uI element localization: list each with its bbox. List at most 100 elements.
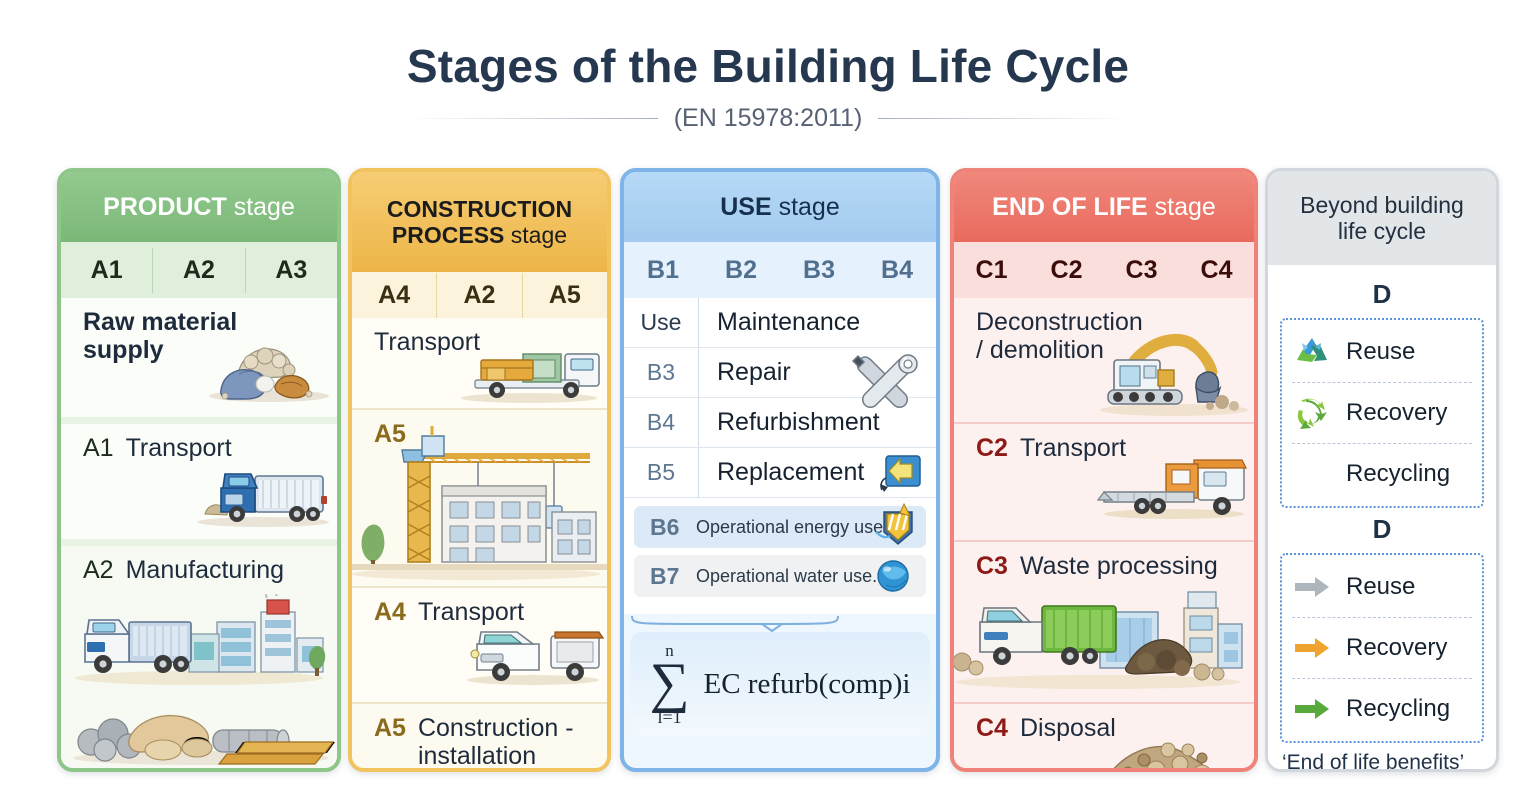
use-row-code: B5	[624, 448, 699, 497]
stage-codes-product: A1 A2 A3	[61, 242, 337, 298]
sigma-upper-limit: n	[665, 641, 674, 661]
blue-truck-icon	[185, 458, 335, 530]
ops-row-b7[interactable]: B7 Operational water use.	[634, 555, 926, 597]
row-a5-construction-installation[interactable]: A5 Construction - installation process	[352, 704, 607, 768]
formula-expression: EC refurb(comp)i	[703, 667, 911, 700]
stage-code-b1: B1	[647, 255, 679, 284]
row-code: C3	[976, 552, 1008, 580]
row-transport-a4-top[interactable]: Transport	[352, 318, 607, 410]
ops-row-b6[interactable]: B6 Operational energy use	[634, 502, 926, 548]
row-label: Manufacturing	[125, 556, 285, 584]
row-code: A2	[83, 556, 114, 584]
stage-body-product: Raw material supply	[61, 298, 337, 768]
stage-card-product[interactable]: PRODUCT stage A1 A2 A3 Raw material supp…	[57, 168, 341, 772]
subtitle-rule-left	[407, 118, 658, 120]
d-item-recycling-2[interactable]: Recycling	[1292, 679, 1472, 739]
stage-header-use: USE stage	[624, 172, 936, 242]
water-globe-icon	[876, 559, 910, 593]
row-a5-construction-illustration[interactable]: A5	[352, 410, 607, 588]
use-row-maintenance[interactable]: Use Maintenance	[624, 298, 936, 348]
end-of-life-benefits-caption: ‘End of life benefits’	[1282, 751, 1465, 769]
stage-card-beyond[interactable]: Beyond building life cycle D	[1265, 168, 1499, 772]
use-rows-table: Use Maintenance B3 Repair	[624, 298, 936, 498]
use-row-refurbishment[interactable]: B4 Refurbishment	[624, 398, 936, 448]
use-row-label: Refurbishment	[717, 408, 880, 436]
use-row-label: Maintenance	[717, 308, 861, 336]
stage-body-construction: Transport	[352, 318, 607, 768]
recycle-triangle-icon	[1292, 335, 1332, 369]
row-label: Transport	[1019, 434, 1127, 462]
standard-reference: (EN 15978:2011)	[673, 104, 863, 133]
stage-title-bold: END OF LIFE	[992, 192, 1148, 221]
stage-title-light: stage	[504, 222, 568, 248]
row-label: Construction - installation process	[417, 714, 574, 768]
rubble-materials-icon	[67, 684, 335, 766]
stage-card-construction[interactable]: CONSTRUCTION PROCESS stage A4 A2 A5 Tran…	[348, 168, 611, 772]
stage-title-bold: PRODUCT	[103, 192, 227, 221]
stage-title-light: stage	[226, 192, 295, 221]
stage-code-a5: A5	[521, 272, 607, 318]
stage-body-use: Use Maintenance B3 Repair	[624, 298, 936, 768]
use-row-code: Use	[624, 298, 699, 347]
page-title: Stages of the Building Life Cycle	[406, 40, 1130, 92]
orange-arrow-icon	[1292, 637, 1332, 659]
use-row-code: B4	[624, 398, 699, 447]
stage-card-use[interactable]: USE stage B1 B2 B3 B4 Use Maintenance B3…	[620, 168, 940, 772]
use-row-label: Replacement	[717, 458, 865, 486]
module-d-box-2: Reuse Recovery	[1280, 553, 1484, 743]
sigma-glyph: ∑	[649, 652, 690, 715]
row-a2-manufacturing[interactable]: A2 Manufacturing	[61, 546, 337, 768]
stage-card-end-of-life[interactable]: END OF LIFE stage C1 C2 C3 C4 Deconstruc…	[950, 168, 1258, 772]
use-row-repair[interactable]: B3 Repair	[624, 348, 936, 408]
d-item-label: Recovery	[1346, 634, 1448, 661]
row-code: C4	[976, 714, 1008, 742]
row-code: A1	[83, 434, 114, 462]
stage-body-end-of-life: Deconstruction / demolition	[954, 298, 1254, 768]
use-row-code: B3	[624, 348, 699, 397]
row-label: Deconstruction / demolition	[976, 308, 1143, 364]
stage-codes-construction: A4 A2 A5	[352, 272, 607, 318]
stage-header-construction: CONSTRUCTION PROCESS stage	[352, 172, 607, 272]
stage-header-end-of-life: END OF LIFE stage	[954, 172, 1254, 242]
row-raw-material-supply[interactable]: Raw material supply	[61, 298, 337, 424]
d-item-recovery-1[interactable]: Recovery	[1292, 383, 1472, 444]
row-label: Transport	[417, 598, 525, 626]
use-row-replacement[interactable]: B5 Replacement	[624, 448, 936, 498]
row-label: Transport	[125, 434, 232, 462]
row-label: Transport	[374, 328, 481, 356]
stage-title-bold: USE	[720, 192, 772, 221]
stage-code-c3: C3	[1125, 255, 1158, 284]
green-arrow-icon	[1292, 698, 1332, 720]
stage-title-light: stage	[771, 192, 840, 221]
row-c3-waste-processing[interactable]: C3 Waste processing	[954, 542, 1254, 704]
row-a4-transport[interactable]: A4 Transport	[352, 588, 607, 704]
module-d-letter-2: D	[1372, 514, 1392, 544]
row-c4-disposal[interactable]: C4 Disposal	[954, 704, 1254, 768]
stage-code-a1: A1	[90, 255, 123, 284]
waste-truck-plant-icon	[954, 578, 1248, 692]
d-item-recovery-2[interactable]: Recovery	[1292, 618, 1472, 679]
stage-title-line1: CONSTRUCTION	[386, 195, 573, 222]
module-d-letter-1: D	[1372, 279, 1392, 309]
d-item-label: Reuse	[1346, 573, 1416, 600]
module-d-box-1: Reuse Recovery	[1280, 318, 1484, 508]
d-item-recycling-1[interactable]: Recycling	[1292, 444, 1472, 504]
subtitle-rule-right	[878, 118, 1129, 120]
d-item-reuse-1[interactable]: Reuse	[1292, 322, 1472, 383]
row-code: C2	[976, 434, 1008, 462]
factory-truck-icon	[71, 594, 329, 686]
formula-panel: n ∑ l=1 EC refurb(comp)i	[630, 632, 930, 736]
row-a1-transport[interactable]: A1 Transport	[61, 424, 337, 546]
row-c2-transport[interactable]: C2 Transport	[954, 424, 1254, 542]
d-item-label: Recovery	[1346, 399, 1448, 426]
row-c1-deconstruction[interactable]: Deconstruction / demolition	[954, 298, 1254, 424]
stage-body-beyond: D R	[1268, 265, 1496, 769]
use-row-label: Repair	[717, 358, 791, 386]
stage-code-c2: C2	[1050, 255, 1083, 284]
beyond-title-line2: life cycle	[1337, 218, 1427, 244]
d-item-reuse-2[interactable]: Reuse	[1292, 557, 1472, 618]
ops-row-code: B6	[650, 513, 680, 540]
d-item-label: Reuse	[1346, 338, 1416, 365]
row-code: A5	[374, 420, 406, 448]
